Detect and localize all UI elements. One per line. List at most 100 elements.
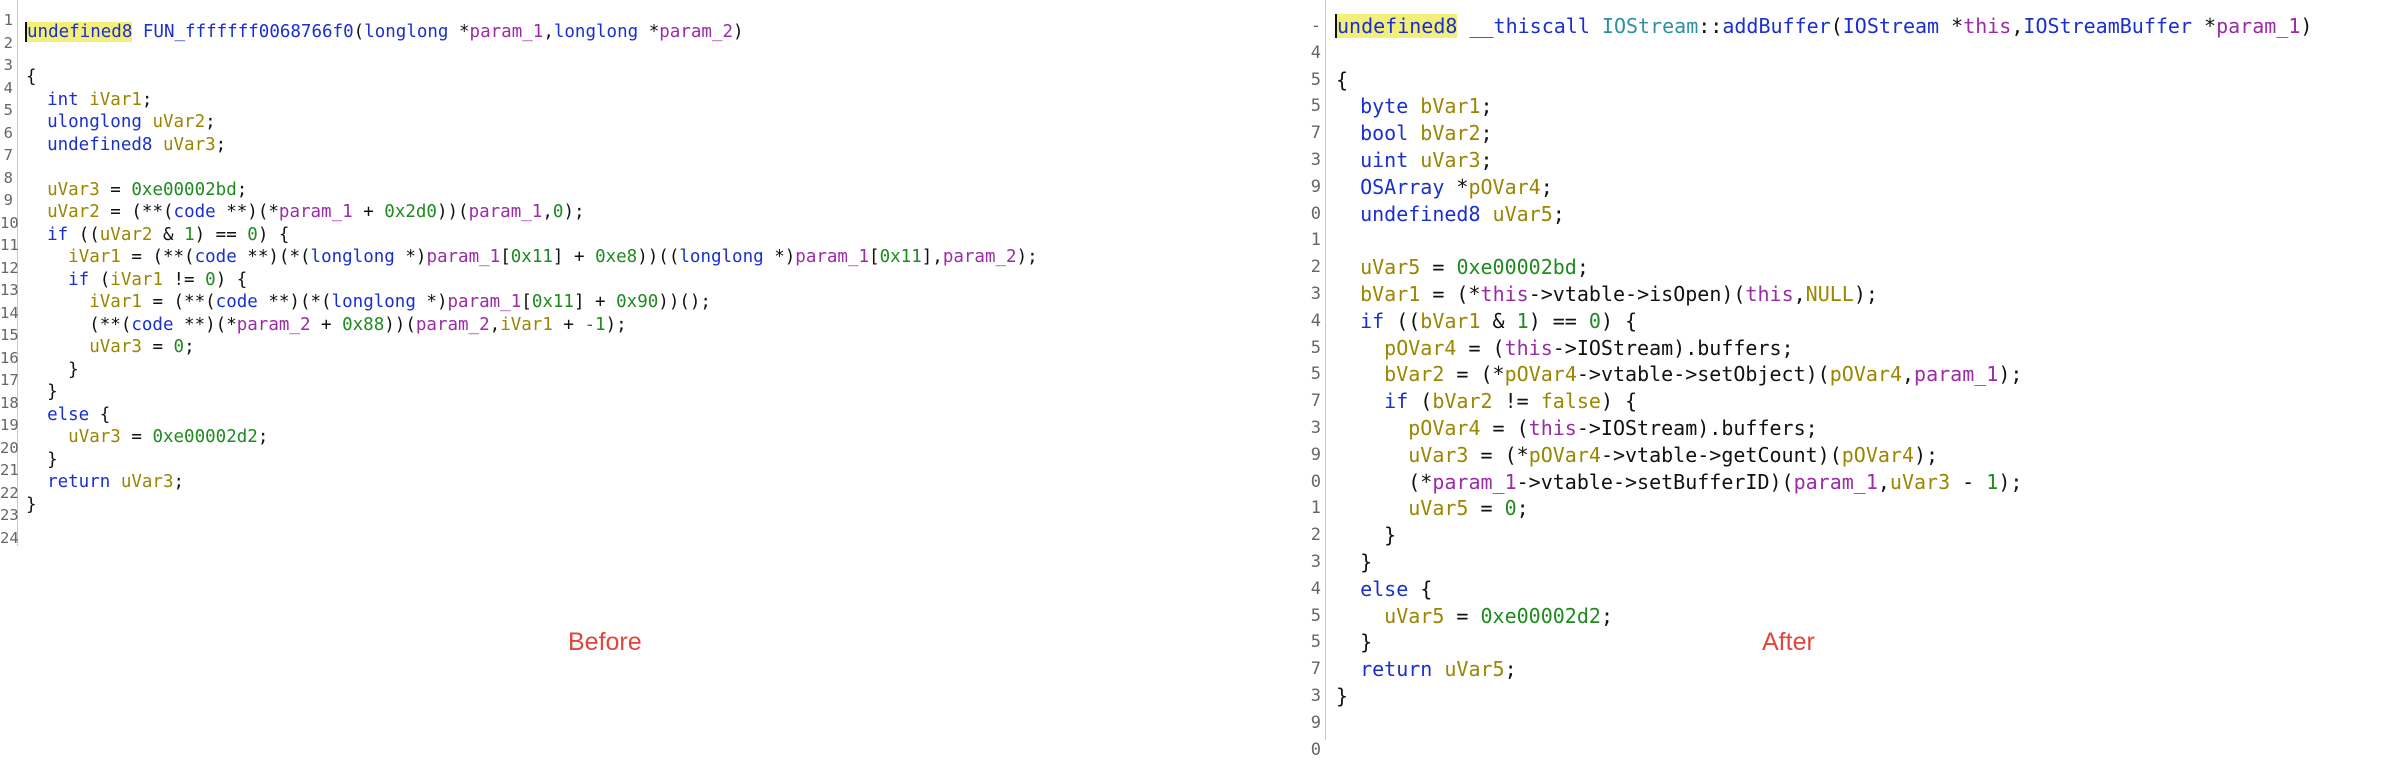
code-token: -1	[584, 314, 606, 335]
code-token: pOVar4	[1528, 442, 1601, 467]
code-line[interactable]: uVar3 = 0xe00002bd;	[26, 179, 1038, 202]
code-line[interactable]: pOVar4 = (this->IOStream).buffers;	[1336, 415, 2312, 442]
code-line[interactable]: uint uVar3;	[1336, 147, 2312, 174]
code-line[interactable]: bVar2 = (*pOVar4->vtable->setObject)(pOV…	[1336, 361, 2312, 388]
code-token: 0	[1588, 308, 1601, 333]
code-token: );	[1914, 442, 1939, 467]
code-line[interactable]	[26, 156, 1038, 179]
code-line[interactable]: int iVar1;	[26, 89, 1038, 112]
code-token: *	[1939, 14, 1964, 38]
code-line[interactable]: iVar1 = (**(code **)(*(longlong *)param_…	[26, 246, 1038, 269]
code-line[interactable]: if ((bVar1 & 1) == 0) {	[1336, 308, 2312, 335]
line-number: -	[1310, 16, 1321, 36]
code-line[interactable]: uVar2 = (**(code **)(*param_1 + 0x2d0))(…	[26, 201, 1038, 224]
code-token: ))();	[658, 292, 711, 312]
code-line[interactable]: else {	[26, 404, 1038, 427]
line-number: 10	[0, 213, 19, 232]
line-number: 16	[0, 348, 19, 367]
code-token: if	[26, 224, 69, 245]
code-line[interactable]: iVar1 = (**(code **)(*(longlong *)param_…	[26, 291, 1038, 314]
code-token: }	[26, 494, 37, 515]
code-line[interactable]: uVar5 = 0;	[1336, 495, 2312, 522]
code-token: pOVar4	[1384, 335, 1457, 360]
code-token: 0xe00002d2	[152, 427, 258, 447]
code-token: uVar5	[1444, 657, 1505, 682]
code-token: }	[1336, 683, 1349, 708]
code-token: ] +	[573, 292, 617, 312]
code-line[interactable]: if (bVar2 != false) {	[1336, 388, 2312, 415]
code-token: else	[1336, 576, 1409, 601]
code-token: param_1	[795, 247, 870, 267]
code-line[interactable]: }	[1336, 522, 2312, 549]
code-line[interactable]: undefined8 __thiscall IOStream::addBuffe…	[1335, 13, 2312, 40]
code-token: ))(	[436, 202, 469, 222]
code-line[interactable]: }	[26, 449, 1038, 472]
code-token: int	[26, 89, 90, 110]
code-token: param_1	[2216, 14, 2301, 38]
code-line[interactable]: }	[26, 359, 1038, 382]
code-line[interactable]: ulonglong uVar2;	[26, 111, 1038, 134]
code-line[interactable]: }	[1336, 683, 2312, 710]
code-line[interactable]	[26, 44, 1038, 67]
line-number: 7	[3, 146, 13, 164]
code-token: code	[131, 314, 174, 335]
code-line[interactable]: }	[26, 381, 1038, 404]
line-number: 15	[0, 326, 19, 344]
code-line[interactable]: }	[26, 494, 1038, 517]
code-line[interactable]: }	[1336, 629, 2312, 656]
code-token: =	[1420, 255, 1457, 280]
decompiled-code-before[interactable]: undefined8 FUN_fffffff0068766f0(longlong…	[25, 21, 1038, 517]
code-line[interactable]: bool bVar2;	[1336, 120, 2312, 147]
line-number: 7	[1310, 659, 1321, 680]
decompiled-code-after[interactable]: undefined8 __thiscall IOStream::addBuffe…	[1335, 13, 2312, 710]
code-token: [	[869, 247, 880, 267]
code-token: 0xe00002bd	[131, 179, 237, 200]
code-token: ->vtable->getCount)(	[1600, 442, 1842, 467]
code-line[interactable]: undefined8 uVar3;	[26, 134, 1038, 157]
code-token: )	[733, 22, 744, 42]
code-token: if	[26, 269, 90, 290]
code-token: (	[1408, 389, 1433, 414]
code-line[interactable]: if (iVar1 != 0) {	[26, 269, 1038, 292]
code-line[interactable]	[1336, 40, 2312, 67]
code-token: uVar5	[1408, 496, 1469, 521]
line-number: 12	[0, 258, 19, 277]
code-line[interactable]: uVar3 = 0;	[26, 336, 1038, 359]
code-line[interactable]: bVar1 = (*this->vtable->isOpen)(this,NUL…	[1336, 281, 2312, 308]
code-line[interactable]: (**(code **)(*param_2 + 0x88))(param_2,i…	[26, 314, 1038, 337]
code-token: param_1	[447, 292, 522, 312]
code-line[interactable]: (*param_1->vtable->setBufferID)(param_1,…	[1336, 469, 2312, 496]
code-token: uVar3	[162, 134, 216, 155]
code-line[interactable]: undefined8 uVar5;	[1336, 201, 2312, 228]
code-token: uVar3	[47, 179, 100, 200]
code-token: *	[1456, 174, 1469, 199]
code-token: param_1	[1793, 469, 1878, 494]
code-line[interactable]: return uVar3;	[26, 471, 1038, 494]
code-token: uVar5	[1360, 255, 1421, 280]
code-line[interactable]: uVar3 = (*pOVar4->vtable->getCount)(pOVa…	[1336, 442, 2312, 469]
code-line[interactable]: return uVar5;	[1336, 656, 2312, 683]
code-line[interactable]: pOVar4 = (this->IOStream).buffers;	[1336, 335, 2312, 362]
code-line[interactable]: if ((uVar2 & 1) == 0) {	[26, 224, 1038, 247]
code-token: 0xe00002bd	[1456, 255, 1577, 280]
code-token: *	[448, 22, 470, 42]
code-line[interactable]: uVar3 = 0xe00002d2;	[26, 426, 1038, 449]
code-token: IOStream	[1601, 14, 1699, 38]
code-line[interactable]: undefined8 FUN_fffffff0068766f0(longlong…	[25, 21, 1038, 44]
code-line[interactable]: {	[26, 66, 1038, 89]
code-line[interactable]: uVar5 = 0xe00002bd;	[1336, 254, 2312, 281]
code-line[interactable]: OSArray *pOVar4;	[1336, 174, 2312, 201]
code-token: param_2	[659, 22, 733, 42]
code-line[interactable]: uVar5 = 0xe00002d2;	[1336, 603, 2312, 630]
code-token: ,	[1901, 362, 1915, 387]
code-line[interactable]: byte bVar1;	[1336, 93, 2312, 120]
code-line[interactable]: {	[1336, 67, 2312, 94]
code-line[interactable]	[1336, 227, 2312, 254]
code-token: else	[26, 404, 90, 425]
code-line[interactable]: else {	[1336, 576, 2312, 603]
code-token: ;	[1516, 496, 1529, 521]
code-token: ,	[543, 22, 554, 42]
code-token: return	[26, 472, 121, 492]
code-line[interactable]: }	[1336, 549, 2312, 576]
